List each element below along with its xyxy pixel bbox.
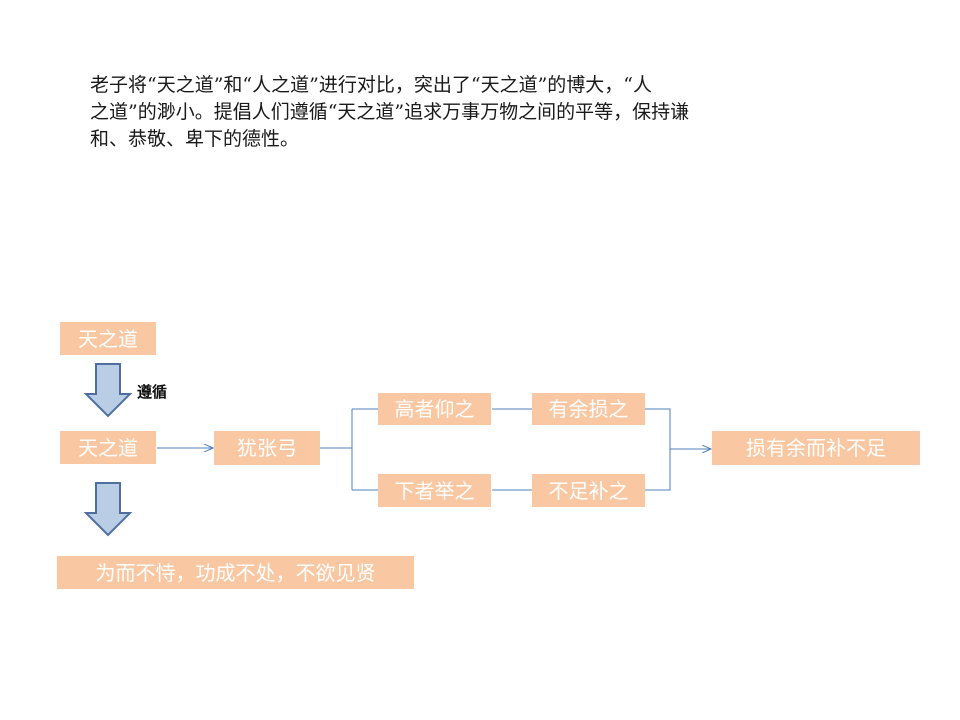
low-node: 下者举之 — [378, 474, 491, 507]
paragraph-line-3: 和、恭敬、卑下的德性。 — [90, 128, 300, 150]
tian-dao-top-node: 天之道 — [60, 322, 156, 355]
follow-down-arrow — [83, 363, 133, 418]
paragraph-line-2: 之道”的渺小。提倡人们遵循“天之道”追求万事万物之间的平等，保持谦 — [90, 101, 690, 123]
bottom-conclusion-node: 为而不恃，功成不处，不欲见贤 — [57, 556, 414, 589]
merge-bracket — [645, 408, 671, 491]
tian-dao-main-node: 天之道 — [60, 431, 156, 464]
bow-node: 犹张弓 — [214, 431, 320, 465]
bow-fork-bracket — [320, 408, 378, 491]
high-node: 高者仰之 — [378, 393, 491, 425]
surplus-node: 有余损之 — [532, 393, 645, 425]
deficit-node: 不足补之 — [532, 474, 645, 507]
description-paragraph: 老子将“天之道”和“人之道”进行对比，突出了“天之道”的博大，“人 之道”的渺小… — [90, 72, 890, 153]
result-node: 损有余而补不足 — [712, 431, 920, 465]
paragraph-line-1: 老子将“天之道”和“人之道”进行对比，突出了“天之道”的博大，“人 — [90, 74, 652, 96]
follow-label: 遵循 — [137, 383, 168, 401]
result-down-arrow — [83, 482, 133, 537]
